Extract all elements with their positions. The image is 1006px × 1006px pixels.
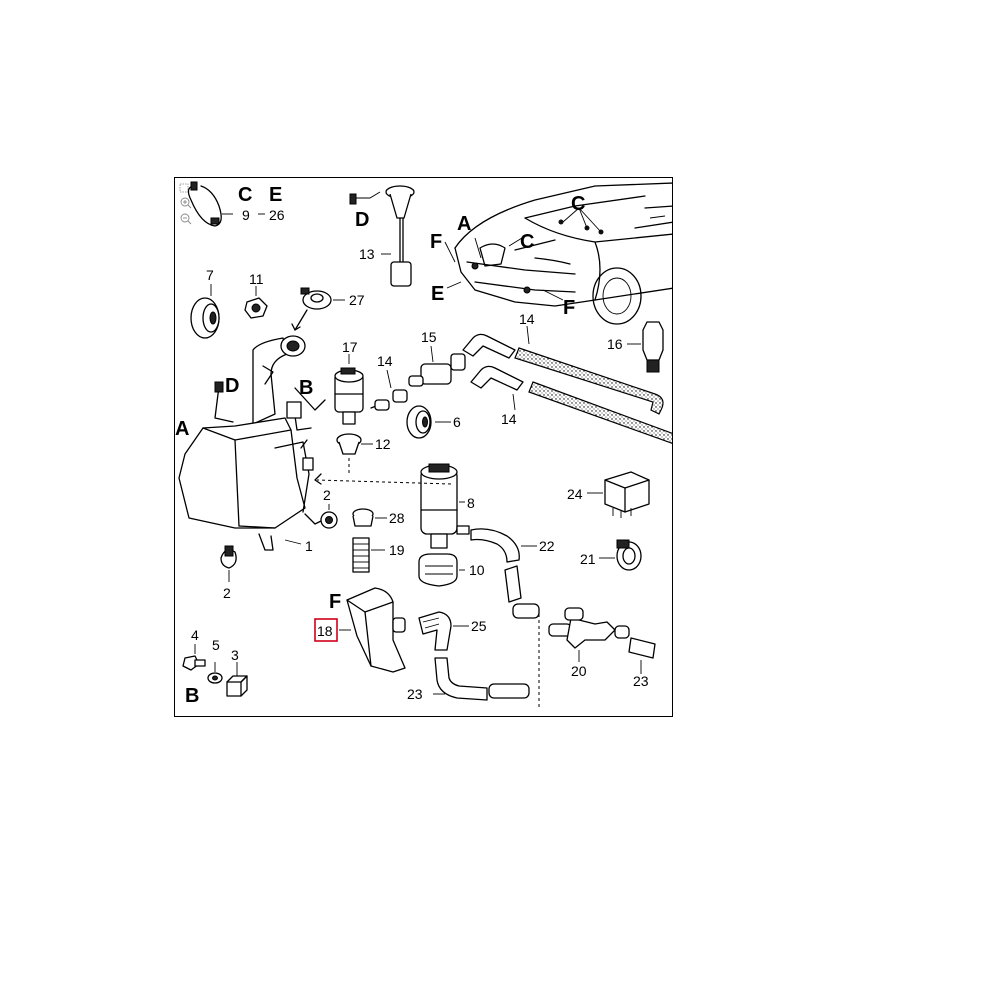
- callout-13: 13: [359, 246, 375, 262]
- part-spring-19: [352, 537, 385, 573]
- callout-22: 22: [539, 538, 555, 554]
- part-valve-15: [408, 345, 466, 387]
- part-grommet-7: [190, 284, 220, 339]
- callout-10: 10: [469, 562, 485, 578]
- part-hose-23-right: [628, 637, 656, 674]
- zoom-out-icon[interactable]: [180, 213, 192, 225]
- part-level-sensor-13: [349, 185, 415, 287]
- callout-2a: 2: [323, 487, 331, 503]
- callout-5: 5: [212, 637, 220, 653]
- callout-21: 21: [580, 551, 596, 567]
- callout-11: 11: [249, 271, 264, 287]
- callout-24: 24: [567, 486, 583, 502]
- callout-2b: 2: [223, 585, 231, 601]
- part-relay-24: [587, 471, 650, 518]
- part-filter-10: [418, 553, 465, 587]
- part-hose-23: [433, 657, 530, 701]
- callout-12: 12: [375, 436, 391, 452]
- part-washer-5: [207, 662, 223, 684]
- part-t-connector-20: [548, 607, 630, 662]
- callout-23-left: 23: [407, 686, 423, 702]
- letter-d-tank: D: [225, 375, 239, 397]
- letter-f-car-right: F: [563, 297, 575, 319]
- callout-25: 25: [471, 618, 487, 634]
- letter-b-bolt: B: [185, 685, 199, 707]
- part-washer-tank-1: [178, 335, 326, 582]
- callout-7: 7: [206, 267, 214, 283]
- part-grommet-6: [406, 405, 451, 439]
- callout-4: 4: [191, 627, 199, 643]
- letter-d-cap: D: [355, 209, 369, 231]
- part-elbow-25: [418, 611, 469, 651]
- callout-14-small: 14: [377, 353, 393, 369]
- car-outline: [444, 182, 672, 325]
- diagram-canvas: C E 9 26 D 13: [175, 181, 672, 708]
- fit-page-icon[interactable]: [179, 183, 189, 193]
- callout-15: 15: [421, 329, 437, 345]
- callout-28: 28: [389, 510, 405, 526]
- part-cap-27: [291, 287, 345, 331]
- callout-20: 20: [571, 663, 587, 679]
- part-nut-2: [320, 504, 338, 529]
- callout-17: 17: [342, 339, 358, 355]
- callout-14-top: 14: [519, 311, 535, 327]
- letter-a-tank: A: [175, 418, 189, 440]
- parts-diagram: C E 9 26 D 13: [174, 177, 673, 717]
- callout-9: 9: [242, 207, 250, 223]
- part-clamp-21: [599, 539, 642, 571]
- letter-e-car: E: [431, 283, 444, 305]
- callout-27: 27: [349, 292, 365, 308]
- letter-c-car-front: C: [520, 231, 534, 253]
- part-hose-22: [470, 528, 537, 563]
- part-grommet-28: [352, 508, 387, 527]
- callout-14-bottom: 14: [501, 411, 517, 427]
- letter-a-car: A: [457, 213, 471, 235]
- part-clip-3: [226, 662, 248, 697]
- part-bolt-4: [182, 644, 206, 671]
- zoom-in-icon[interactable]: [180, 197, 192, 209]
- part-nut-11: [244, 286, 268, 319]
- part-clip-9-26: [187, 181, 265, 227]
- callout-23-right: 23: [633, 673, 649, 689]
- letter-b-tank: B: [299, 377, 313, 399]
- callout-18[interactable]: 18: [317, 623, 333, 639]
- callout-1: 1: [305, 538, 313, 554]
- part-plug-16: [627, 321, 664, 373]
- letter-f-nozzle: F: [329, 591, 341, 613]
- part-grommet-12: [336, 433, 373, 474]
- callout-8: 8: [467, 495, 475, 511]
- letter-e-inset: E: [269, 184, 282, 206]
- callout-6: 6: [453, 414, 461, 430]
- callout-19: 19: [389, 542, 405, 558]
- part-pump-17: [334, 354, 382, 425]
- letter-c-car-top: C: [571, 193, 585, 215]
- viewer-controls[interactable]: [179, 183, 192, 225]
- part-hose-14: [462, 325, 672, 444]
- letter-f-car-left: F: [430, 231, 442, 253]
- letter-c-inset: C: [238, 184, 252, 206]
- callout-highlight-box: [314, 618, 338, 642]
- part-pump-8: [314, 463, 470, 549]
- part-connector-14-small: [374, 369, 408, 411]
- part-hose-connector: [504, 565, 540, 708]
- part-nozzle-18: [339, 587, 406, 673]
- callout-26: 26: [269, 207, 285, 223]
- callout-3: 3: [231, 647, 239, 663]
- callout-16: 16: [607, 336, 623, 352]
